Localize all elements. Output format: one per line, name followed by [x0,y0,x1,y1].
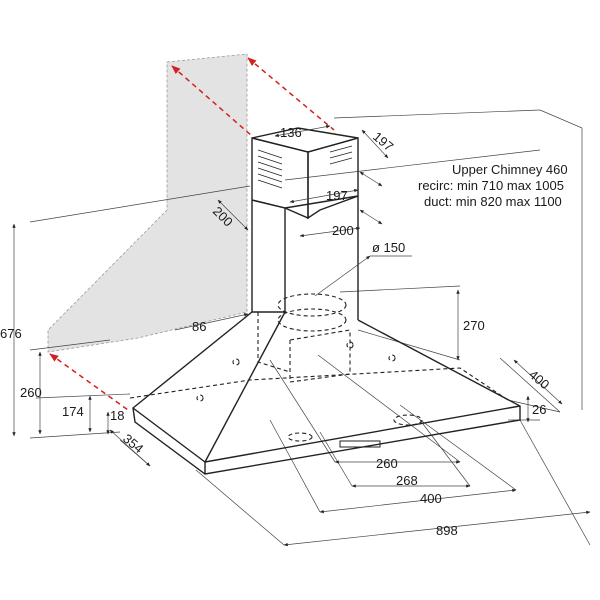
note-upper-chimney: Upper Chimney 460 [452,162,568,177]
dim-diameter-150: ø 150 [372,240,405,255]
dim-270: 270 [463,318,485,333]
dim-268: 268 [396,473,418,488]
dim-136: 136 [280,125,302,140]
control-panel [339,440,381,448]
red-line-top-right [247,57,335,131]
note-recirc: recirc: min 710 max 1005 [418,178,564,193]
dim-26: 26 [532,402,546,417]
dim-197-top: 197 [370,129,396,154]
dim-400-right: 400 [526,367,552,392]
dim-86: 86 [192,319,206,334]
dim-200-front: 200 [332,223,354,238]
dim-197-mid: 197 [326,188,348,203]
note-duct: duct: min 820 max 1100 [424,194,562,209]
dim-898: 898 [436,523,458,538]
dimension-arrows [12,125,591,547]
dim-18: 18 [110,408,124,423]
dim-676: 676 [0,326,22,341]
dim-260-left: 260 [20,385,42,400]
dim-354: 354 [120,431,146,456]
dim-400-bottom: 400 [420,491,442,506]
red-line-bottom [49,353,129,411]
lower-chimney [251,195,359,320]
dim-260-bottom: 260 [376,456,398,471]
dim-174: 174 [62,404,84,419]
wall-shadow [47,53,248,353]
hidden-lines [129,293,509,442]
hood-body [132,311,521,475]
